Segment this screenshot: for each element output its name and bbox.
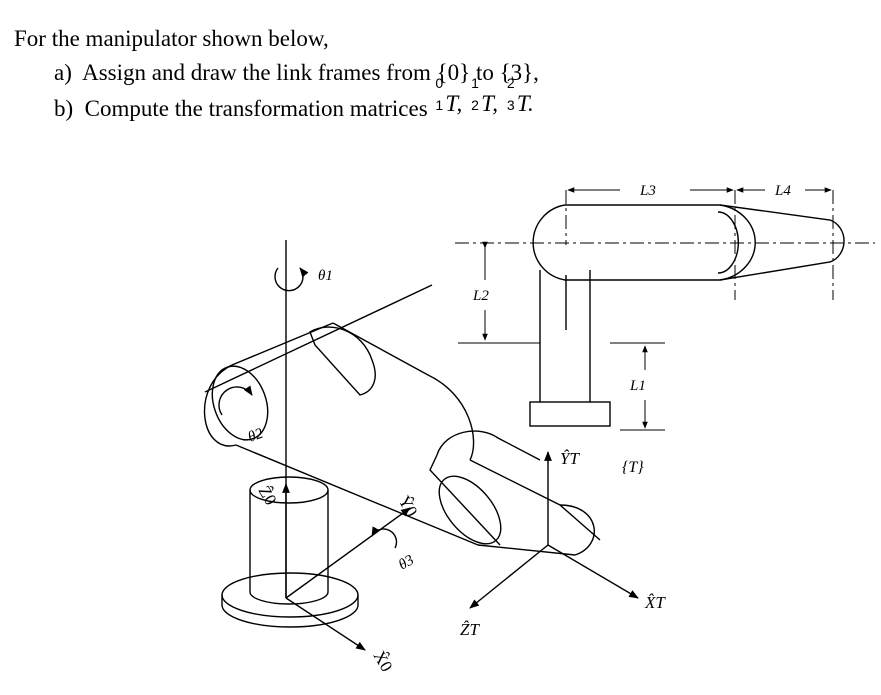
problem-statement: For the manipulator shown below, a) Assi…	[14, 22, 539, 126]
part-b-text: Compute the transformation matrices	[84, 96, 428, 121]
tool-frame-axes	[469, 451, 639, 609]
transform-1-2-sub: 2	[471, 97, 479, 113]
theta-1-label: θ1	[318, 268, 333, 284]
part-b: b) Compute the transformation matrices 0…	[14, 76, 539, 126]
centerlines	[455, 190, 875, 300]
base-plate	[221, 572, 359, 628]
transform-2-3-sup: 2	[506, 75, 515, 91]
theta-2-label: θ2	[246, 425, 266, 445]
problem-intro: For the manipulator shown below,	[14, 22, 539, 56]
frame-0-axes	[282, 483, 411, 651]
theta-3-label: θ3	[396, 552, 417, 573]
dimension-lines	[458, 187, 832, 431]
transform-1-2-symbol: T,	[481, 91, 499, 116]
transform-0-1-sup: 0	[435, 75, 444, 91]
part-a-marker: a)	[54, 60, 72, 85]
joint-1-axis	[274, 240, 309, 598]
forearm-link	[429, 454, 601, 556]
transform-1-2-sup: 1	[471, 75, 479, 91]
z0-label: Ẑ0	[255, 483, 281, 509]
base-column	[249, 476, 329, 605]
wrist-post	[529, 270, 611, 427]
intro-text: For the manipulator shown below,	[14, 26, 329, 51]
link-axis-line	[204, 284, 433, 393]
transform-0-1: 0 1 T,	[433, 76, 463, 116]
transform-2-3: 2 3 T.	[505, 76, 535, 116]
joint-3-rotation-arrow	[371, 526, 398, 549]
transform-0-1-sub: 1	[435, 97, 444, 113]
L2-label: L2	[472, 288, 489, 304]
transform-1-2: 1 2 T,	[469, 76, 499, 116]
tool-frame-label: {T}	[622, 459, 644, 476]
transform-2-3-symbol: T.	[516, 91, 534, 116]
transform-2-3-sub: 3	[506, 97, 515, 113]
xT-label: X̂T	[644, 593, 666, 612]
L3-label: L3	[639, 183, 656, 199]
L4-label: L4	[774, 183, 791, 199]
upper-arm-link	[203, 322, 541, 546]
x0-label: X̂0	[370, 647, 397, 675]
part-a: a) Assign and draw the link frames from …	[14, 56, 539, 90]
transform-0-1-symbol: T,	[445, 91, 463, 116]
joint-2-rotation-arrow	[218, 385, 253, 416]
part-a-text: Assign and draw the link frames from {0}…	[82, 60, 539, 85]
yT-label: ŶT	[560, 449, 580, 468]
part-b-marker: b)	[54, 96, 74, 121]
L1-label: L1	[629, 378, 646, 394]
zT-label: ẐT	[460, 620, 480, 639]
